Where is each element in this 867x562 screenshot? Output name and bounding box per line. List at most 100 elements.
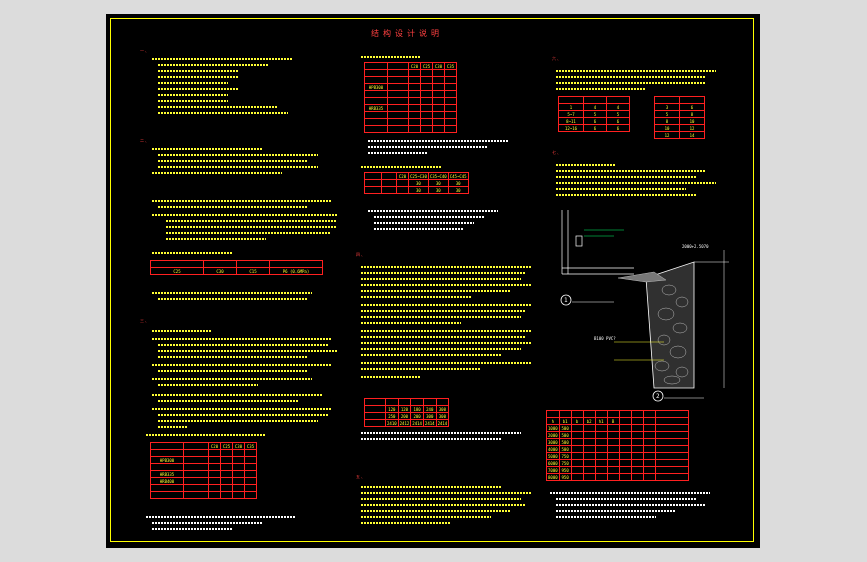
text-line xyxy=(361,278,521,280)
text-line xyxy=(361,336,526,338)
text-line xyxy=(361,310,526,312)
note-line xyxy=(368,140,508,142)
text-line xyxy=(158,426,188,428)
note-line xyxy=(556,510,676,512)
text-line xyxy=(361,330,531,332)
text-line xyxy=(158,160,308,162)
drawing-title: 结构设计说明 xyxy=(371,29,443,38)
text-line xyxy=(158,400,298,402)
text-line xyxy=(166,238,266,240)
text-line xyxy=(166,226,336,228)
text-line xyxy=(152,364,332,366)
text-line xyxy=(361,492,531,494)
text-line xyxy=(158,420,318,422)
text-line xyxy=(166,220,336,222)
note-line xyxy=(368,210,498,212)
section-heading-3: 三、 xyxy=(140,318,150,323)
dimension-label: B100 PVC? xyxy=(594,336,616,341)
text-line xyxy=(361,166,441,168)
text-line xyxy=(556,176,696,178)
text-line xyxy=(556,88,646,90)
text-line xyxy=(158,88,238,90)
detail-marker-1: 1 xyxy=(564,297,568,304)
text-line xyxy=(152,252,232,254)
text-line xyxy=(361,516,491,518)
text-line xyxy=(158,76,238,78)
note-line xyxy=(374,216,484,218)
text-line xyxy=(361,56,421,58)
note-line xyxy=(550,492,710,494)
text-line xyxy=(361,510,511,512)
text-line xyxy=(158,356,308,358)
text-line xyxy=(361,504,526,506)
note-line xyxy=(368,146,488,148)
note-line xyxy=(152,528,232,530)
text-line xyxy=(556,194,696,196)
drawing-frame xyxy=(110,18,754,542)
text-line xyxy=(152,200,332,202)
section-heading-7: 七、 xyxy=(552,150,562,155)
text-line xyxy=(146,434,266,436)
text-line xyxy=(361,376,421,378)
text-line xyxy=(152,330,212,332)
text-line xyxy=(152,214,337,216)
note-line xyxy=(152,522,262,524)
text-line xyxy=(361,290,511,292)
section-heading-4: 四、 xyxy=(356,252,366,257)
section-heading-2: 二、 xyxy=(140,138,150,143)
text-line xyxy=(361,354,501,356)
text-line xyxy=(361,304,531,306)
text-line xyxy=(166,232,331,234)
text-line xyxy=(152,148,262,150)
text-line xyxy=(158,112,288,114)
text-line xyxy=(158,298,308,300)
text-line xyxy=(361,284,531,286)
text-line xyxy=(556,170,706,172)
text-line xyxy=(556,76,706,78)
text-line xyxy=(556,182,716,184)
text-line xyxy=(152,292,312,294)
text-line xyxy=(158,154,318,156)
text-line xyxy=(158,82,228,84)
note-line xyxy=(361,432,521,434)
text-line xyxy=(361,362,531,364)
note-line xyxy=(556,498,696,500)
text-line xyxy=(361,342,531,344)
text-line xyxy=(361,272,526,274)
text-line xyxy=(361,322,461,324)
text-line xyxy=(158,384,258,386)
text-line xyxy=(152,408,332,410)
text-line xyxy=(158,206,308,208)
text-line xyxy=(361,266,531,268)
text-line xyxy=(556,70,716,72)
text-line xyxy=(158,106,278,108)
text-line xyxy=(158,350,338,352)
text-line xyxy=(158,344,328,346)
note-line xyxy=(146,516,296,518)
text-line xyxy=(158,166,318,168)
text-line xyxy=(152,338,332,340)
text-line xyxy=(158,94,228,96)
note-line xyxy=(361,438,501,440)
text-line xyxy=(361,296,471,298)
note-line xyxy=(374,222,474,224)
text-line xyxy=(361,316,521,318)
text-line xyxy=(556,164,616,166)
text-line xyxy=(152,58,292,60)
text-line xyxy=(361,486,501,488)
note-line xyxy=(368,152,428,154)
note-line xyxy=(374,228,464,230)
text-line xyxy=(556,188,686,190)
retaining-wall-detail: 1 2000+2.5070 B100 PVC? 2 xyxy=(560,210,729,402)
text-line xyxy=(361,498,521,500)
text-line xyxy=(158,100,228,102)
text-line xyxy=(158,414,328,416)
